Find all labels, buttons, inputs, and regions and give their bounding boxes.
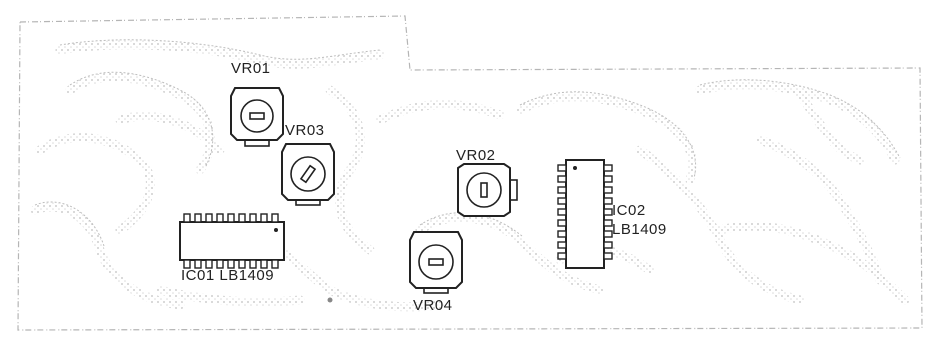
mounting-hole-icon	[327, 297, 333, 303]
vr04-label: VR04	[413, 297, 453, 314]
vr01-icon	[230, 87, 284, 147]
vr04-icon	[409, 231, 463, 294]
ic01-pins-bottom	[183, 259, 279, 269]
ic01-icon	[179, 213, 285, 269]
vr03-label: VR03	[285, 122, 325, 139]
ic01-label: IC01 LB1409	[181, 267, 275, 284]
copper-traces	[30, 40, 910, 312]
ic02-pins-right	[603, 164, 613, 260]
vr02-label: VR02	[456, 147, 496, 164]
ic02-part-label: LB1409	[612, 221, 667, 238]
ic02-ref-label: IC02	[612, 202, 646, 219]
vr02-icon	[457, 163, 518, 217]
vr01-label: VR01	[231, 60, 271, 77]
ic01-pins-top	[183, 213, 279, 223]
ic02-pins-left	[557, 164, 567, 260]
ic02-icon	[557, 159, 613, 269]
vr03-icon	[281, 143, 335, 206]
